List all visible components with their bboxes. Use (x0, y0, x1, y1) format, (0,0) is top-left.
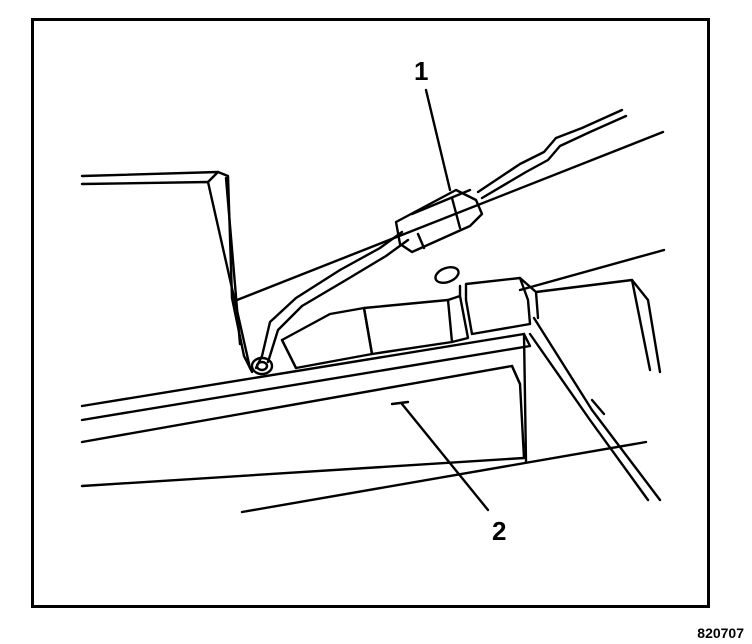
callout-1-leader (424, 88, 452, 192)
background-lines (235, 130, 666, 514)
trim-panel (80, 316, 662, 502)
wire-connector (394, 188, 484, 254)
bracket-fastener (250, 356, 274, 376)
callout-2-label: 2 (492, 516, 507, 546)
wire-harness (254, 108, 628, 370)
mounting-bracket (80, 170, 254, 374)
callout-1-label: 1 (414, 56, 429, 86)
callout-2-leader (400, 402, 490, 512)
wire-clip (434, 266, 460, 284)
inner-bracket (280, 306, 374, 370)
control-module (362, 276, 662, 374)
callout-2-target-mark (390, 400, 410, 406)
figure-id: 820707 (697, 625, 744, 641)
diagram-frame (31, 18, 710, 608)
